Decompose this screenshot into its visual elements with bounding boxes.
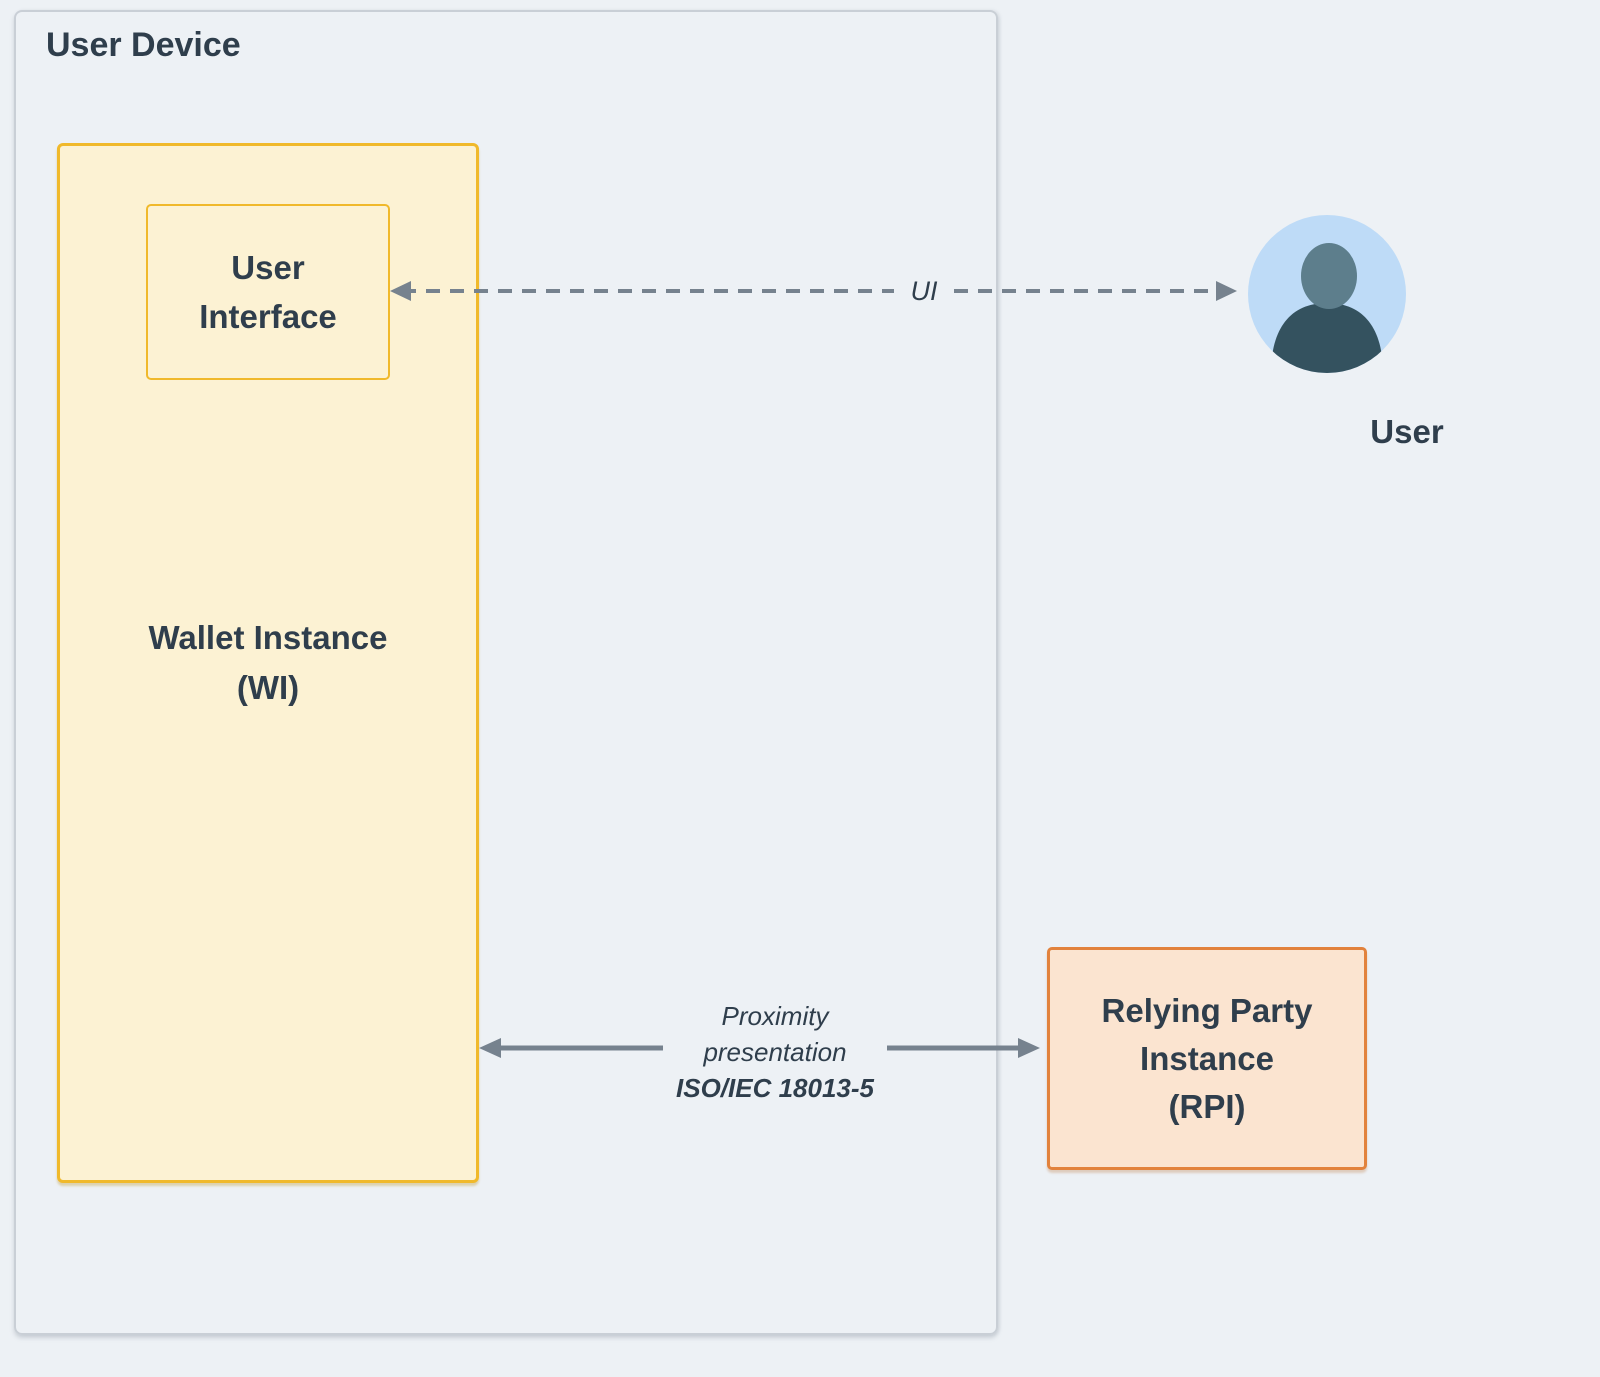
ui-edge-label: UI	[894, 271, 954, 311]
proximity-edge-label: Proximity presentation ISO/IEC 18013-5	[663, 998, 887, 1106]
user-interface-label-line1: User	[231, 249, 305, 286]
person-avatar-icon	[1271, 243, 1383, 373]
user-device-container: User Device	[14, 10, 998, 1335]
proximity-edge-label-standard: ISO/IEC 18013-5	[676, 1073, 874, 1103]
relying-party-label-line3: (RPI)	[1168, 1087, 1246, 1125]
user-avatar	[1248, 215, 1406, 373]
relying-party-instance-node: Relying Party Instance (RPI)	[1047, 947, 1367, 1170]
proximity-edge-label-line2: presentation	[703, 1037, 847, 1067]
relying-party-label-line2: Instance	[1140, 1039, 1274, 1077]
user-device-label: User Device	[46, 26, 241, 64]
relying-party-label-line1: Relying Party	[1101, 991, 1313, 1029]
proximity-edge-label-line1: Proximity	[721, 1001, 829, 1031]
wallet-instance-label-line1: Wallet Instance	[148, 619, 388, 656]
user-interface-label-line2: Interface	[199, 298, 337, 335]
user-label: User	[1370, 413, 1444, 450]
wallet-instance-label-line2: (WI)	[236, 669, 300, 706]
user-interface-node: User Interface	[146, 204, 390, 380]
